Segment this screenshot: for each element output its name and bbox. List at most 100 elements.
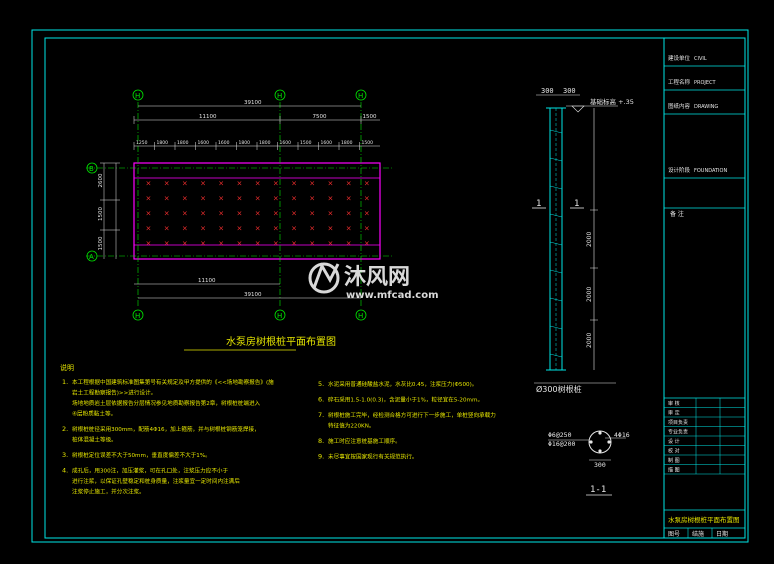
note-number: 8. (318, 437, 324, 445)
pile-mark: × (218, 210, 224, 218)
note-line: 岩土工程勘察报告)>>进行设计。 (72, 389, 156, 397)
pile-mark: × (218, 195, 224, 203)
dim-text-small: 1600 (280, 140, 292, 146)
dim-text-small: 1600 (321, 140, 333, 146)
tb-row-label: 建设单位 (668, 54, 691, 62)
note-line: 水泥采用普通硅酸盐水泥，水灰比0.45，注浆压力(Φ500)。 (328, 380, 477, 388)
tb-footer-right: 日期 (716, 530, 728, 538)
elev-dim-text: 2000 (586, 333, 593, 348)
section-label-2: Φ16@200 (548, 440, 575, 448)
dim-text-left: 1500 (98, 207, 104, 221)
note-line: 树根桩桩径采用300mm，配筋4Φ16，加上箍筋，并与树根桩钢筋笼焊接， (72, 425, 260, 433)
rebar-tick (549, 185, 563, 190)
rebar-tick (549, 353, 563, 358)
watermark: 沐风网 www.mfcad.com (308, 262, 439, 301)
pile-mark: × (218, 180, 224, 188)
section-label-right: 4Φ16 (614, 431, 630, 439)
pile-mark: × (291, 180, 297, 188)
tb-sign-label: 校 对 (668, 448, 680, 455)
pile-mark: × (346, 180, 352, 188)
pile-mark: × (237, 210, 243, 218)
dim-text-total: 39100 (244, 100, 262, 106)
pile-mark: × (237, 180, 243, 188)
pile-mark: × (218, 240, 224, 248)
rebar-tick (549, 297, 563, 302)
elev-caption: Ø300树根桩 (536, 384, 582, 394)
elev-dim-text: 2000 (586, 287, 593, 302)
pile-mark: × (291, 210, 297, 218)
pile-mark: × (146, 180, 152, 188)
rebar-tick (549, 213, 563, 218)
tb-footer-mid: 结施 (692, 530, 704, 538)
elev-top-dim-1: 300 (541, 87, 554, 95)
pile-mark: × (273, 195, 279, 203)
dim-text-small: 1800 (177, 140, 189, 146)
section-circle (588, 430, 612, 454)
dim-text-small: 1800 (239, 140, 251, 146)
tb-sign-label: 项目负责 (668, 419, 688, 426)
note-line: 成孔后，用300注，加压灌浆，可在孔口处，注浆压力应不小于 (72, 467, 229, 475)
note-line: 进行注浆，以保证孔壁稳定和桩身质量，注浆量宜一定时间内注满后 (72, 477, 240, 485)
pile-mark: × (273, 225, 279, 233)
pile-mark: × (200, 210, 206, 218)
pile-mark: × (182, 195, 188, 203)
note-line: 特征值为220KN。 (328, 422, 375, 430)
elev-mark-right: 1 (574, 199, 579, 209)
pile-mark: × (309, 195, 315, 203)
note-line: 树根桩施工完毕，经检测合格方可进行下一步施工，单桩竖向承载力 (328, 411, 496, 419)
tb-sign-label: 描 图 (668, 467, 680, 474)
axis-bubble-bottom (274, 309, 286, 321)
notes-heading: 说明 (60, 363, 74, 372)
dim-text-small: 1500 (300, 140, 312, 146)
pile-mark: × (164, 240, 170, 248)
pile-mark: × (328, 240, 334, 248)
pile-mark: × (182, 225, 188, 233)
axis-bubble-top (355, 89, 367, 101)
dim-text-bottom-total: 39100 (244, 292, 262, 298)
note-line: 注浆停止施工，并分次注浆。 (72, 488, 145, 496)
pile-mark: × (291, 195, 297, 203)
axis-bubble-top (132, 89, 144, 101)
notes-right-column: 5.水泥采用普通硅酸盐水泥，水灰比0.45，注浆压力(Φ500)。6.碎石采用1… (318, 380, 496, 461)
pile-mark: × (146, 210, 152, 218)
pile-mark: × (182, 180, 188, 188)
pile-mark: × (346, 225, 352, 233)
dim-text-seg: 11100 (199, 114, 217, 120)
watermark-url: www.mfcad.com (346, 290, 439, 301)
pile-mark: × (146, 240, 152, 248)
dim-text-seg: 1500 (363, 114, 377, 120)
dim-text-left: 2600 (98, 173, 104, 187)
dim-text-seg: 7500 (313, 114, 327, 120)
tb-sign-label: 审 核 (668, 400, 680, 407)
pile-mark: × (182, 240, 188, 248)
dim-text-small: 1600 (218, 140, 230, 146)
dim-text-small: 1800 (157, 140, 169, 146)
pile-mark: × (309, 180, 315, 188)
pile-mark: × (200, 195, 206, 203)
axis-label-top: H (358, 92, 363, 100)
pile-mark: × (364, 180, 370, 188)
note-number: 5. (318, 380, 324, 388)
axis-bubble-bottom (355, 309, 367, 321)
pile-mark: × (328, 225, 334, 233)
tb-notes-label: 备 注 (670, 210, 684, 218)
axis-bubble-left (86, 250, 98, 262)
section-label-1: Φ6@250 (548, 431, 572, 439)
note-line: 未尽事宜按国家现行有关规范执行。 (328, 453, 418, 461)
tb-sign-label: 审 定 (668, 410, 680, 417)
pile-mark: × (237, 195, 243, 203)
note-number: 9. (318, 453, 324, 461)
rebar-tick (549, 269, 563, 274)
notes: 说明 1.本工程根据中国建筑标准图集第号有关规定及甲方提供的《<<场地勘察报告》… (60, 363, 496, 496)
axis-label-top: H (277, 92, 282, 100)
dim-text-small: 1800 (259, 140, 271, 146)
axis-label-left: B (89, 165, 94, 173)
pile-mark: × (364, 225, 370, 233)
